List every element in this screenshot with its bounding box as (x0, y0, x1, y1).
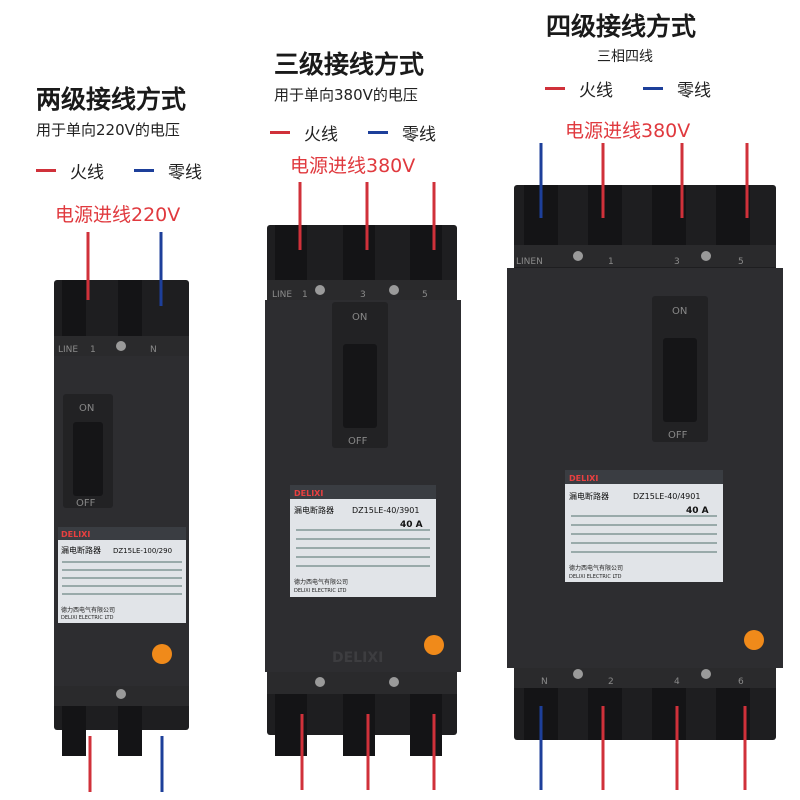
terminal-label-1: 1 (302, 290, 308, 300)
label-name: 漏电断路器 (61, 545, 101, 555)
toggle-lever[interactable] (343, 344, 377, 428)
switch-off-label: OFF (348, 436, 368, 447)
terminal-label-6: 6 (738, 677, 744, 687)
brand-logo: DELIXI (569, 474, 598, 483)
terminal-screw (701, 251, 711, 261)
terminal-screw (701, 669, 711, 679)
test-button[interactable] (744, 630, 764, 650)
toggle-lever[interactable] (663, 338, 697, 422)
company-cn: 德力西电气有限公司 (61, 606, 115, 614)
three-pole-subtitle: 用于单向380V的电压 (274, 86, 418, 104)
terminal-label-4: 4 (674, 677, 680, 687)
terminal-label-n-out: N (541, 677, 548, 687)
terminal-label-linen: LINEN (516, 257, 543, 267)
company-en: DELIXI ELECTRIC LTD (61, 615, 114, 621)
two-pole-title: 两级接线方式 (36, 85, 187, 114)
company-cn: 德力西电气有限公司 (294, 578, 348, 586)
legend-neutral-label: 零线 (402, 125, 436, 145)
terminal-label-3: 3 (674, 257, 680, 267)
two-pole-power-in: 电源进线220V (55, 204, 181, 226)
live-line-swatch (270, 131, 290, 134)
nameplate (58, 527, 186, 623)
terminal-label-n: N (150, 345, 157, 355)
neutral-line-swatch (134, 169, 154, 172)
switch-off-label: OFF (76, 498, 96, 509)
four-pole-title: 四级接线方式 (546, 12, 697, 41)
nameplate (290, 485, 436, 597)
label-name: 漏电断路器 (294, 505, 334, 515)
model-number: DZ15LE-100/290 (113, 547, 172, 555)
two-pole-subtitle: 用于单向220V的电压 (36, 121, 180, 139)
terminal-label-5: 5 (422, 290, 428, 300)
neutral-line-swatch (643, 87, 663, 90)
brand-logo: DELIXI (294, 489, 323, 498)
terminal-label-line: LINE (58, 345, 78, 355)
rated-current: 40 A (686, 506, 709, 516)
legend-neutral-label: 零线 (677, 81, 711, 101)
terminal-label-1: 1 (608, 257, 614, 267)
four-pole-power-in: 电源进线380V (565, 120, 691, 142)
neutral-line-swatch (368, 131, 388, 134)
model-number: DZ15LE-40/3901 (352, 506, 419, 515)
test-button[interactable] (424, 635, 444, 655)
model-number: DZ15LE-40/4901 (633, 492, 700, 501)
terminal-label-2: 2 (608, 677, 614, 687)
four-pole-legend: 火线 零线 (545, 76, 711, 101)
switch-on-label: ON (672, 306, 687, 317)
company-en: DELIXI ELECTRIC LTD (294, 588, 347, 594)
switch-on-label: ON (352, 312, 367, 323)
switch-off-label: OFF (668, 430, 688, 441)
terminal-screw (116, 341, 126, 351)
case-logo: DELIXI (332, 650, 383, 666)
terminal-screw (389, 285, 399, 295)
legend-neutral-label: 零线 (168, 163, 202, 183)
company-en: DELIXI ELECTRIC LTD (569, 574, 622, 580)
three-pole-power-in: 电源进线380V (290, 155, 416, 177)
test-button[interactable] (152, 644, 172, 664)
switch-on-label: ON (79, 403, 94, 414)
two-pole-legend: 火线 零线 (36, 158, 202, 183)
company-cn: 德力西电气有限公司 (569, 564, 623, 572)
rated-current: 40 A (400, 520, 423, 530)
terminal-label-5: 5 (738, 257, 744, 267)
terminal-screw (315, 285, 325, 295)
three-pole-legend: 火线 零线 (270, 120, 436, 145)
live-line-swatch (36, 169, 56, 172)
terminal-label-1: 1 (90, 345, 96, 355)
terminal-screw (573, 251, 583, 261)
three-pole-title: 三级接线方式 (274, 50, 425, 79)
four-pole-breaker: LINEN 1 3 5 ON OFF DELIXI 漏电断路器 DZ15LE-4… (507, 143, 783, 790)
three-pole-breaker: LINE 1 3 5 ON OFF DELIXI 漏电断路器 DZ15LE-40… (265, 182, 461, 790)
terminal-label-line: LINE (272, 290, 292, 300)
terminal-screw (116, 689, 126, 699)
legend-live-label: 火线 (70, 163, 104, 183)
four-pole-subtitle: 三相四线 (597, 49, 653, 65)
live-line-swatch (545, 87, 565, 90)
terminal-label-3: 3 (360, 290, 366, 300)
terminal-screw (315, 677, 325, 687)
terminal-screw (573, 669, 583, 679)
toggle-lever[interactable] (73, 422, 103, 496)
legend-live-label: 火线 (579, 81, 613, 101)
brand-logo: DELIXI (61, 530, 90, 539)
two-pole-breaker: LINE 1 N ON OFF DELIXI 漏电断路器 DZ15LE-100/… (54, 232, 189, 792)
legend-live-label: 火线 (304, 125, 338, 145)
label-name: 漏电断路器 (569, 491, 609, 501)
terminal-screw (389, 677, 399, 687)
